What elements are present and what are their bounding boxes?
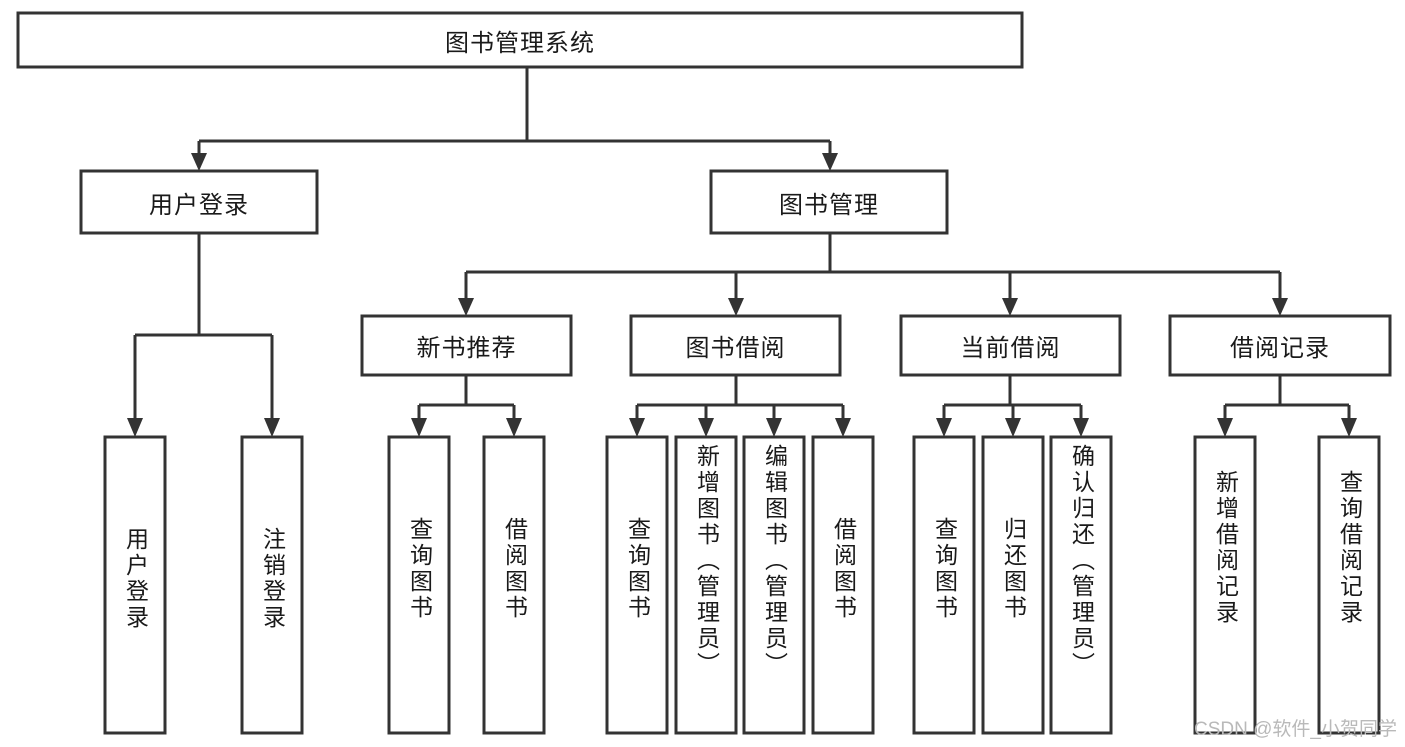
arrow-to-leaf-return-book	[1005, 418, 1021, 437]
node-box-borrow-record[interactable]	[1168, 314, 1392, 377]
arrow-to-leaf-borrow-book-2	[835, 418, 851, 437]
node-box-book-borrow[interactable]	[629, 314, 842, 377]
arrow-to-leaf-user-login	[127, 418, 143, 437]
arrow-to-leaf-query-book-2	[629, 418, 645, 437]
node-box-leaf-query-book-3[interactable]	[912, 435, 976, 735]
connector-group-user-login-to-leaves	[127, 233, 280, 437]
node-box-leaf-add-borrow-record[interactable]	[1193, 435, 1257, 735]
arrow-to-leaf-query-book-3	[936, 418, 952, 437]
connector-group-book-borrow-to-leaves	[629, 375, 851, 437]
node-box-leaf-edit-book-admin[interactable]	[742, 435, 806, 735]
node-box-leaf-add-book-admin[interactable]	[674, 435, 738, 735]
node-box-current-borrow[interactable]	[899, 314, 1122, 377]
node-box-book-management[interactable]	[709, 169, 949, 235]
node-box-leaf-borrow-book-2[interactable]	[811, 435, 875, 735]
arrow-to-leaf-query-borrow-record	[1341, 418, 1357, 437]
arrow-to-current-borrow	[1002, 298, 1018, 316]
arrow-to-new-book-recommend	[458, 298, 474, 316]
arrow-to-leaf-confirm-return-admin	[1073, 418, 1089, 437]
node-box-leaf-logout[interactable]	[240, 435, 304, 735]
connector-group-book-management-to-level3	[458, 233, 1288, 316]
node-box-leaf-user-login[interactable]	[103, 435, 167, 735]
arrow-to-borrow-record	[1272, 298, 1288, 316]
arrow-to-book-borrow	[728, 298, 744, 316]
arrow-root-to-user-login	[191, 153, 207, 171]
arrow-to-leaf-add-borrow-record	[1217, 418, 1233, 437]
node-box-user-login[interactable]	[79, 169, 319, 235]
node-box-leaf-query-borrow-record[interactable]	[1317, 435, 1381, 735]
node-box-root[interactable]	[16, 11, 1024, 69]
node-box-new-book-recommend[interactable]	[360, 314, 573, 377]
connector-group-root-to-level2	[191, 67, 838, 171]
connector-group-borrow-record-to-leaves	[1217, 375, 1357, 437]
connector-group-current-borrow-to-leaves	[936, 375, 1089, 437]
arrow-to-leaf-logout	[264, 418, 280, 437]
node-box-leaf-borrow-book-1[interactable]	[482, 435, 546, 735]
arrow-to-leaf-query-book-1	[411, 418, 427, 437]
node-box-leaf-confirm-return-admin[interactable]	[1049, 435, 1113, 735]
node-box-leaf-query-book-1[interactable]	[387, 435, 451, 735]
arrow-to-leaf-borrow-book-1	[506, 418, 522, 437]
node-box-leaf-query-book-2[interactable]	[605, 435, 669, 735]
connector-group-new-book-recommend-to-leaves	[411, 375, 522, 437]
arrow-to-leaf-add-book-admin	[698, 418, 714, 437]
arrow-root-to-book-management	[822, 153, 838, 171]
node-box-leaf-return-book[interactable]	[981, 435, 1045, 735]
arrow-to-leaf-edit-book-admin	[766, 418, 782, 437]
